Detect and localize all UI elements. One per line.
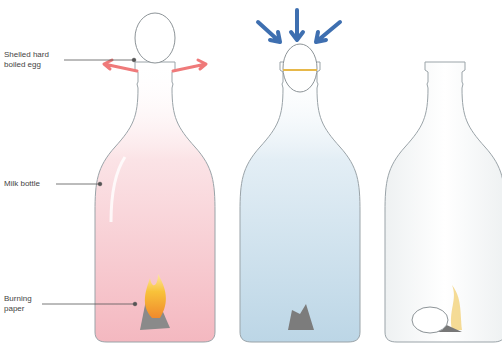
pressure-arrow <box>258 22 280 42</box>
pressure-arrow <box>104 60 137 71</box>
part-label: Shelled hard boiled egg <box>4 50 64 70</box>
egg <box>283 44 317 92</box>
leader-lines <box>42 58 137 306</box>
flame <box>145 274 166 318</box>
pressure-arrow <box>291 10 303 40</box>
neck-seal <box>283 69 317 71</box>
pressure-arrow <box>316 22 340 42</box>
part-label: Milk bottle <box>4 179 56 189</box>
pressure-arrow <box>173 60 206 71</box>
milk-bottle <box>385 62 502 342</box>
milk-bottle <box>240 62 360 342</box>
part-label: Burning paper <box>4 294 42 314</box>
egg <box>135 13 175 63</box>
egg <box>412 307 448 333</box>
milk-bottle <box>95 62 215 342</box>
burnt-paper <box>288 304 314 330</box>
smoke <box>451 285 462 330</box>
